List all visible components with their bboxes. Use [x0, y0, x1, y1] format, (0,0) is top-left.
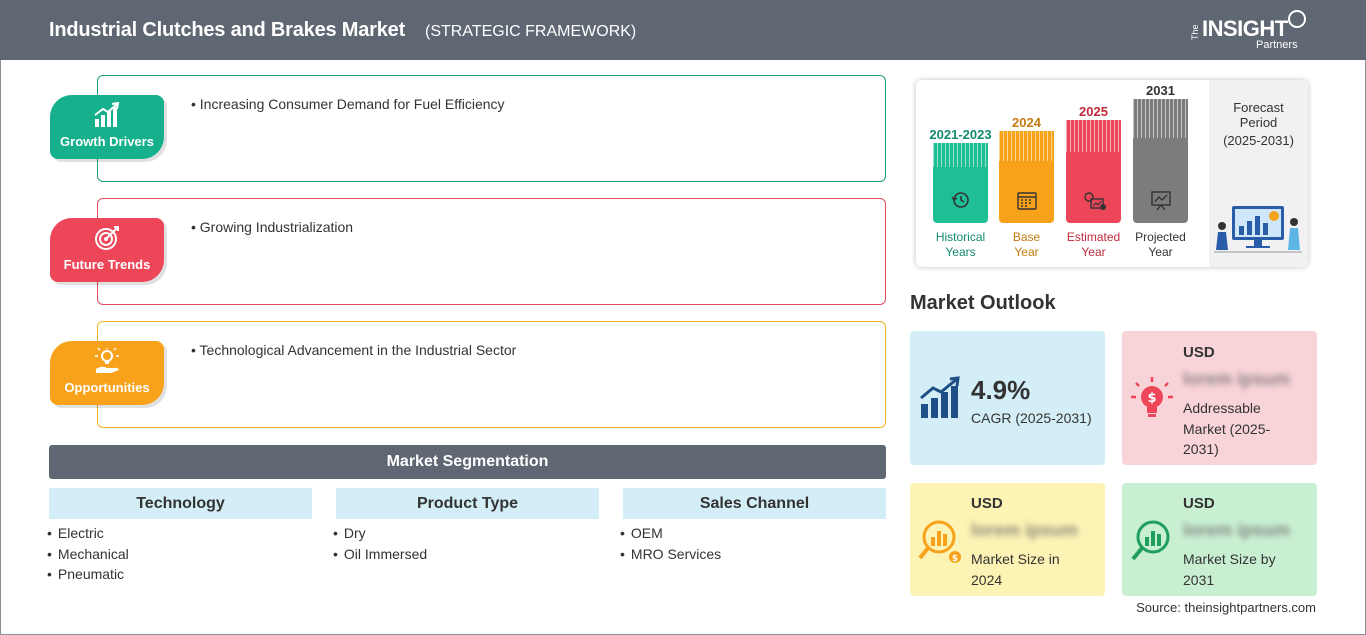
timeline-year-label: 2021-2023: [929, 127, 992, 142]
forecast-label: Forecast: [1233, 100, 1284, 115]
timeline-bar-solid: [933, 167, 988, 223]
timeline-caption: Year: [1014, 245, 1039, 259]
market-outlook-title: Market Outlook: [910, 292, 1056, 314]
growth-drivers-badge: Growth Drivers: [50, 95, 164, 159]
growth-chart-icon: [94, 102, 120, 127]
addressable-market-card: $ USD lorem ipsum Addressable Market (20…: [1122, 331, 1317, 465]
market-size-2031-card: USD lorem ipsum Market Size by 2031: [1122, 483, 1317, 596]
timeline-bar-solid: [1066, 152, 1121, 223]
timeline-bar-stripe: [999, 131, 1054, 161]
list-item: Mechanical: [47, 546, 129, 567]
addressable-usd: USD: [1183, 344, 1215, 361]
list-item: MRO Services: [620, 546, 721, 567]
market-size-2024-card: $ USD lorem ipsum Market Size in 2024: [910, 483, 1105, 596]
insight-partners-logo[interactable]: The INSIGHT Partners: [1190, 10, 1310, 54]
timeline-caption: Years: [945, 245, 976, 259]
timeline-bar-stripe: [933, 143, 988, 167]
addressable-value-blurred: lorem ipsum: [1183, 369, 1291, 389]
logo-arc-icon: [1288, 10, 1306, 28]
forecast-range: (2025-2031): [1223, 133, 1294, 148]
future-trends-text: • Growing Industrialization: [191, 219, 354, 235]
logo-the: The: [1190, 24, 1200, 40]
timeline-caption: Historical: [935, 230, 986, 244]
growth-drivers-box: • Increasing Consumer Demand for Fuel Ef…: [97, 75, 886, 182]
addressable-label-3: 2031): [1183, 441, 1219, 457]
logo-partners: Partners: [1256, 39, 1298, 51]
timeline-bar-solid: [1133, 138, 1188, 223]
timeline-bar-solid: [999, 161, 1054, 223]
segment-header-product-type: Product Type: [336, 488, 599, 519]
size2031-label-2: 2031: [1183, 571, 1215, 588]
segment-list-technology: Electric Mechanical Pneumatic: [47, 525, 129, 587]
growth-chart-icon: [920, 376, 960, 418]
segment-list-sales-channel: OEM MRO Services: [620, 525, 721, 566]
header-bar: Industrial Clutches and Brakes Market (S…: [0, 0, 1366, 60]
timeline-caption: Year: [1148, 245, 1173, 259]
list-item: Oil Immersed: [333, 546, 427, 567]
source-note: Source: theinsightpartners.com: [1136, 600, 1316, 615]
idea-bulb-dollar-icon: $: [1131, 377, 1173, 417]
timeline-year-label: 2025: [1079, 104, 1108, 119]
svg-text:$: $: [1147, 391, 1156, 406]
opportunities-box: • Technological Advancement in the Indus…: [97, 321, 886, 428]
list-item: Pneumatic: [47, 566, 129, 587]
opportunities-label: Opportunities: [64, 380, 150, 395]
size2024-label-2: 2024: [971, 571, 1003, 588]
timeline-bar-stripe: [1133, 99, 1188, 138]
future-trends-badge: Future Trends: [50, 218, 164, 282]
size2031-usd: USD: [1183, 495, 1215, 512]
future-trends-label: Future Trends: [63, 257, 151, 272]
history-clock-icon: [948, 189, 974, 211]
target-icon: [95, 226, 119, 250]
segment-header-sales-channel: Sales Channel: [623, 488, 886, 519]
size2031-label-1: Market Size by: [1183, 551, 1276, 567]
cagr-label: CAGR (2025-2031): [971, 410, 1092, 426]
timeline-caption: Base: [1012, 230, 1041, 244]
timeline-bar-stripe: [1066, 120, 1121, 152]
size2024-label-1: Market Size in: [971, 551, 1060, 567]
timeline-year-label: 2024: [1012, 115, 1041, 130]
lightbulb-hand-icon: [95, 348, 119, 373]
market-segmentation-bar: Market Segmentation: [49, 445, 886, 479]
timeline-bar: [1133, 99, 1188, 223]
calendar-icon: [1014, 189, 1040, 211]
timeline-caption: Projected: [1135, 230, 1186, 244]
timeline-bar: [999, 131, 1054, 223]
size2024-value-blurred: lorem ipsum: [971, 520, 1079, 540]
opportunities-badge: Opportunities: [50, 341, 164, 405]
list-item: OEM: [620, 525, 721, 546]
gears-chart-icon: [1081, 189, 1107, 211]
timeline-bar: [933, 143, 988, 223]
svg-text:$: $: [952, 554, 958, 564]
segment-list-product-type: Dry Oil Immersed: [333, 525, 427, 566]
page-title: Industrial Clutches and Brakes Market: [49, 19, 406, 41]
timeline-caption: Estimated: [1066, 230, 1121, 244]
list-item: Electric: [47, 525, 129, 546]
size2031-value-blurred: lorem ipsum: [1183, 520, 1291, 540]
growth-drivers-label: Growth Drivers: [60, 134, 154, 149]
magnifier-chart-icon: [1131, 520, 1170, 561]
forecast-label-period: Period: [1239, 115, 1278, 130]
magnifier-chart-icon: $: [918, 520, 961, 564]
timeline-bar: [1066, 120, 1121, 223]
addressable-label-1: Addressable: [1183, 400, 1261, 416]
growth-drivers-text: • Increasing Consumer Demand for Fuel Ef…: [191, 96, 505, 112]
size2024-usd: USD: [971, 495, 1003, 512]
presentation-chart-icon: [1148, 189, 1174, 211]
logo-insight: INSIGHT: [1202, 16, 1288, 41]
cagr-card: 4.9% CAGR (2025-2031): [910, 331, 1105, 465]
page-subtitle: (STRATEGIC FRAMEWORK): [425, 23, 637, 40]
cagr-value: 4.9%: [971, 375, 1031, 405]
future-trends-box: • Growing Industrialization: [97, 198, 886, 305]
analytics-people-icon: [1214, 206, 1302, 253]
list-item: Dry: [333, 525, 427, 546]
segment-header-technology: Technology: [49, 488, 312, 519]
addressable-label-2: Market (2025-: [1183, 420, 1271, 437]
timeline-year-label: 2031: [1146, 83, 1175, 98]
timeline-caption: Year: [1081, 245, 1106, 259]
opportunities-text: • Technological Advancement in the Indus…: [191, 342, 517, 358]
